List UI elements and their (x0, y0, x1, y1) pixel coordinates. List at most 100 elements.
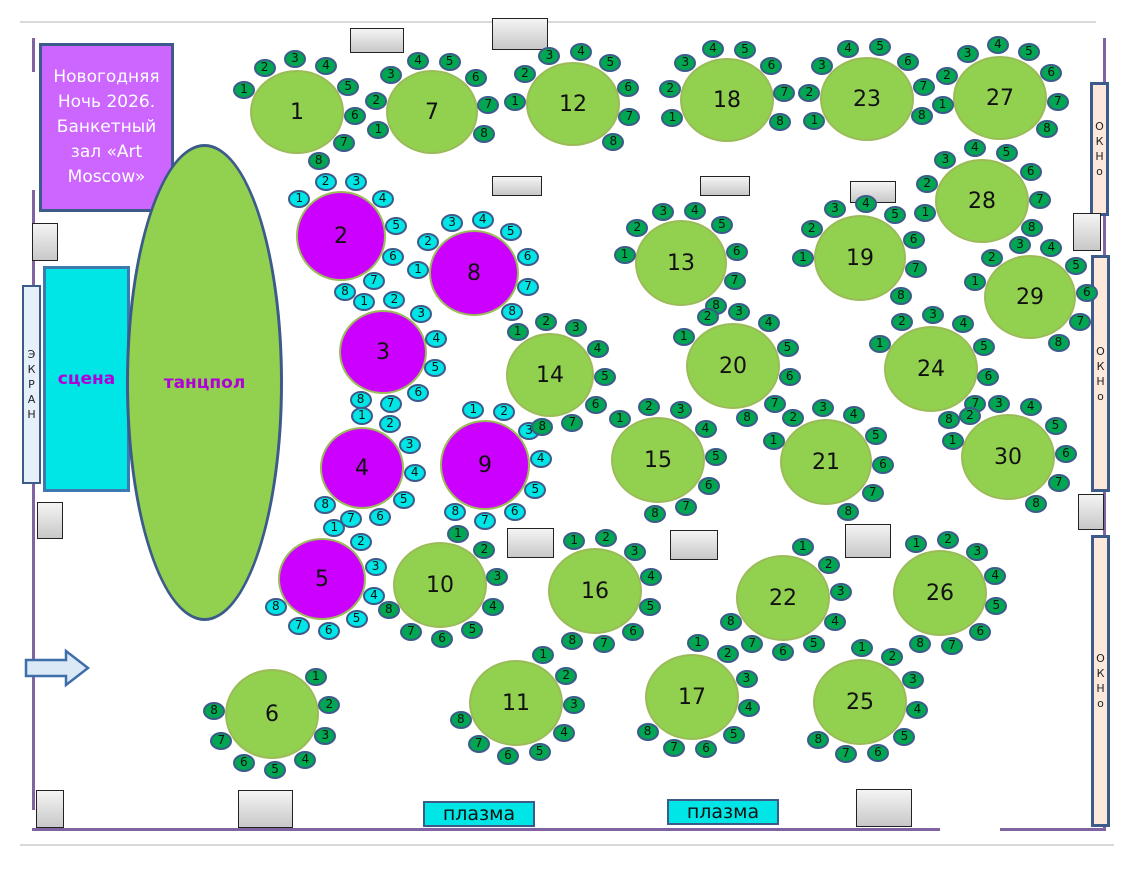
seat[interactable]: 7 (1069, 312, 1092, 331)
seat[interactable]: 7 (474, 512, 496, 530)
seat[interactable]: 7 (663, 739, 686, 758)
seat[interactable]: 4 (403, 464, 426, 483)
seat[interactable]: 8 (561, 631, 584, 650)
seat[interactable]: 4 (407, 51, 430, 70)
seat[interactable]: 7 (1028, 191, 1051, 210)
seat[interactable]: 5 (345, 610, 368, 629)
seat[interactable]: 6 (725, 242, 748, 261)
seat[interactable]: 5 (1065, 256, 1088, 275)
seat[interactable]: 1 (791, 538, 814, 557)
seat[interactable]: 3 (728, 303, 751, 322)
seat[interactable]: 6 (431, 629, 454, 648)
seat[interactable]: 6 (617, 78, 640, 97)
seat[interactable]: 5 (599, 54, 622, 73)
seat[interactable]: 8 (501, 303, 524, 322)
seat[interactable]: 3 (824, 200, 846, 219)
seat[interactable]: 1 (288, 189, 311, 208)
seat[interactable]: 3 (922, 306, 945, 325)
seat[interactable]: 6 (866, 744, 889, 763)
seat[interactable]: 7 (561, 414, 584, 433)
seat[interactable]: 7 (773, 83, 796, 102)
seat[interactable]: 8 (203, 702, 226, 721)
seat[interactable]: 6 (871, 455, 894, 474)
seat[interactable]: 4 (854, 195, 877, 214)
seat[interactable]: 7 (593, 635, 616, 654)
seat[interactable]: 6 (317, 621, 340, 640)
seat[interactable]: 8 (890, 286, 912, 305)
seat[interactable]: 5 (337, 78, 360, 97)
seat[interactable]: 7 (400, 622, 422, 641)
table-25[interactable]: 25 (813, 659, 907, 745)
seat[interactable]: 8 (719, 612, 742, 631)
seat[interactable]: 3 (623, 542, 646, 561)
seat[interactable]: 5 (499, 223, 522, 242)
seat[interactable]: 7 (763, 394, 786, 413)
seat[interactable]: 7 (339, 509, 362, 528)
seat[interactable]: 7 (210, 732, 233, 751)
seat[interactable]: 6 (778, 368, 801, 387)
seat[interactable]: 3 (441, 214, 464, 233)
seat[interactable]: 5 (264, 760, 287, 779)
seat[interactable]: 2 (916, 174, 939, 193)
seat[interactable]: 1 (931, 96, 954, 115)
seat[interactable]: 8 (937, 411, 960, 430)
seat[interactable]: 5 (864, 426, 887, 445)
seat[interactable]: 2 (318, 696, 341, 715)
seat[interactable]: 8 (736, 409, 759, 428)
seat[interactable]: 1 (506, 323, 529, 342)
seat[interactable]: 7 (1046, 92, 1069, 111)
seat[interactable]: 6 (977, 367, 1000, 386)
seat[interactable]: 7 (287, 617, 310, 636)
seat[interactable]: 1 (964, 273, 987, 292)
seat[interactable]: 4 (315, 57, 337, 76)
seat[interactable]: 4 (906, 700, 929, 719)
seat[interactable]: 8 (837, 502, 860, 521)
seat[interactable]: 3 (379, 66, 402, 85)
seat[interactable]: 3 (314, 726, 337, 745)
seat[interactable]: 2 (473, 541, 496, 560)
seat[interactable]: 1 (914, 203, 937, 222)
seat[interactable]: 3 (829, 583, 852, 602)
seat[interactable]: 6 (697, 477, 720, 496)
seat[interactable]: 3 (956, 45, 979, 64)
seat[interactable]: 3 (283, 50, 306, 69)
seat[interactable]: 5 (392, 491, 415, 509)
table-3[interactable]: 3 (339, 310, 427, 394)
seat[interactable]: 8 (333, 282, 356, 301)
seat[interactable]: 4 (694, 420, 717, 439)
seat[interactable]: 8 (602, 133, 625, 152)
table-19[interactable]: 19 (814, 215, 906, 301)
seat[interactable]: 1 (762, 431, 785, 450)
seat[interactable]: 4 (737, 699, 760, 718)
seat[interactable]: 5 (869, 38, 892, 57)
seat[interactable]: 2 (798, 83, 821, 102)
table-10[interactable]: 10 (393, 542, 487, 628)
seat[interactable]: 1 (687, 634, 710, 653)
seat[interactable]: 3 (669, 401, 692, 420)
seat[interactable]: 4 (683, 201, 706, 220)
table-17[interactable]: 17 (645, 654, 739, 740)
seat[interactable]: 5 (995, 143, 1018, 162)
seat[interactable]: 2 (637, 397, 660, 416)
seat[interactable]: 3 (538, 46, 561, 65)
seat[interactable]: 4 (701, 39, 724, 58)
table-4[interactable]: 4 (320, 427, 404, 509)
seat[interactable]: 6 (772, 643, 794, 661)
seat[interactable]: 3 (1009, 235, 1032, 254)
seat[interactable]: 5 (385, 217, 408, 236)
seat[interactable]: 2 (253, 59, 276, 78)
seat[interactable]: 4 (757, 314, 780, 333)
seat[interactable]: 1 (323, 519, 346, 538)
seat[interactable]: 4 (481, 597, 504, 616)
seat[interactable]: 2 (383, 291, 406, 310)
table-1[interactable]: 1 (250, 70, 344, 154)
seat[interactable]: 6 (407, 383, 430, 402)
seat[interactable]: 4 (363, 586, 385, 605)
seat[interactable]: 1 (851, 639, 874, 658)
seat[interactable]: 4 (984, 567, 1007, 586)
seat[interactable]: 8 (314, 496, 337, 515)
seat[interactable]: 2 (936, 67, 958, 86)
seat[interactable]: 3 (901, 671, 924, 690)
seat[interactable]: 4 (842, 405, 865, 424)
seat[interactable]: 2 (891, 313, 913, 332)
